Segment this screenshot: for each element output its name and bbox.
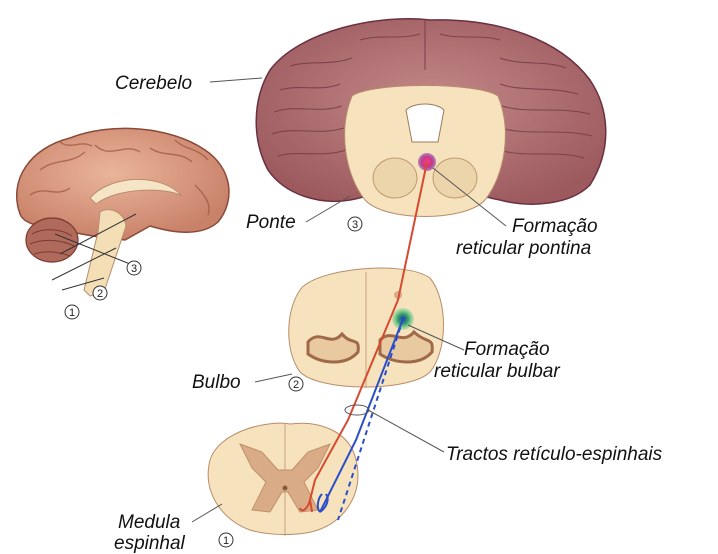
label-formacao-pontina-1: Formação [512,216,598,237]
label-tractos: Tractos retículo-espinhais [446,444,663,465]
brain-section-marker-3: 3 [127,261,141,275]
spinal-section-marker-1: 1 [219,533,233,547]
label-formacao-pontina-2: reticular pontina [456,238,591,259]
cerebellum-pons-section: 3 [256,19,606,231]
label-formacao-bulbar-2: reticular bulbar [434,361,560,382]
pons-section-marker-3: 3 [348,217,362,231]
svg-text:1: 1 [223,535,229,547]
label-ponte: Ponte [246,212,296,233]
svg-text:2: 2 [97,288,103,300]
label-medula-2: espinhal [114,533,186,554]
label-formacao-bulbar-1: Formação [464,339,550,360]
label-cerebelo: Cerebelo [115,73,192,94]
label-medula-1: Medula [118,512,180,533]
svg-text:2: 2 [293,379,299,391]
svg-text:3: 3 [131,263,137,275]
medulla-section-marker-2: 2 [289,377,303,391]
central-canal [283,486,288,491]
svg-text:1: 1 [69,307,75,319]
tracts-highlight-ring [345,405,369,415]
svg-text:3: 3 [352,219,358,231]
fourth-ventricle [406,104,444,142]
label-bulbo: Bulbo [192,372,241,393]
medulla-section: 2 [289,268,444,391]
basilar-pons-left [373,158,417,198]
basilar-pons-right [433,158,477,198]
brain-section-marker-2: 2 [93,286,107,300]
sagittal-brain: 3 2 1 [17,128,229,319]
brain-section-marker-1: 1 [65,305,79,319]
